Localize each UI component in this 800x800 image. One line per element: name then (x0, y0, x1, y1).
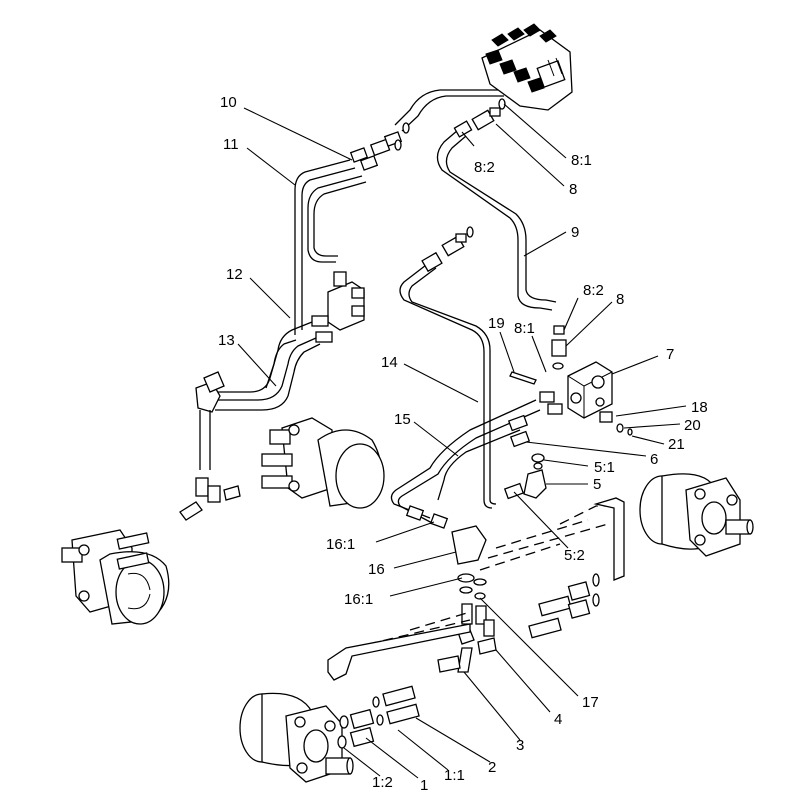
fittings-right (528, 573, 600, 639)
fittings-bottom (337, 685, 420, 749)
motor-right (639, 473, 754, 557)
divider-valve (311, 271, 365, 343)
callout-11: 11 (223, 136, 239, 153)
callout-20: 20 (684, 417, 701, 434)
callout-3: 3 (516, 737, 524, 754)
callout-7: 7 (666, 346, 674, 363)
callout-19: 19 (488, 315, 505, 332)
callout-labels: 10 11 12 13 14 15 8:2 8:1 8 9 8:2 8 19 8… (218, 94, 708, 794)
valve-block-7 (509, 325, 633, 436)
callout-5-2: 5:2 (564, 547, 585, 564)
callout-8-1-top: 8:1 (571, 152, 592, 169)
callout-15: 15 (394, 411, 411, 428)
pipe-8-9 (436, 98, 557, 311)
callout-2: 2 (488, 759, 496, 776)
callout-5-1: 5:1 (594, 459, 615, 476)
callout-1: 1 (420, 777, 428, 794)
callout-13: 13 (218, 332, 235, 349)
callout-8-mid: 8 (616, 291, 624, 308)
callout-18: 18 (691, 399, 708, 416)
mount-bracket (327, 497, 625, 681)
callout-8-1-mid: 8:1 (514, 320, 535, 337)
tee-fitting-16 (437, 525, 497, 673)
hose-12-13 (179, 321, 321, 521)
callout-16-1-a: 16:1 (326, 536, 355, 553)
callout-8-top: 8 (569, 181, 577, 198)
callout-6: 6 (650, 451, 658, 468)
callout-21: 21 (668, 436, 685, 453)
callout-9: 9 (571, 224, 579, 241)
leader-lines (237, 103, 687, 779)
callout-8-2-mid: 8:2 (583, 282, 604, 299)
callout-12: 12 (226, 266, 243, 283)
callout-14: 14 (381, 354, 398, 371)
elbow-5 (503, 453, 547, 500)
callout-5: 5 (593, 476, 601, 493)
callout-1-2: 1:2 (372, 774, 393, 791)
pipe-14 (399, 226, 497, 509)
callout-8-2-top: 8:2 (474, 159, 495, 176)
control-valve-top (481, 23, 573, 111)
motor-bottom (239, 692, 354, 783)
callout-4: 4 (554, 711, 562, 728)
callout-16-1-b: 16:1 (344, 591, 373, 608)
hose-10-11 (294, 89, 504, 335)
callout-1-1: 1:1 (444, 767, 465, 784)
callout-10: 10 (220, 94, 237, 111)
motor-left (61, 529, 170, 625)
callout-17: 17 (582, 694, 599, 711)
hose-6-15 (390, 399, 541, 529)
motor-center (261, 417, 385, 509)
callout-16: 16 (368, 561, 385, 578)
